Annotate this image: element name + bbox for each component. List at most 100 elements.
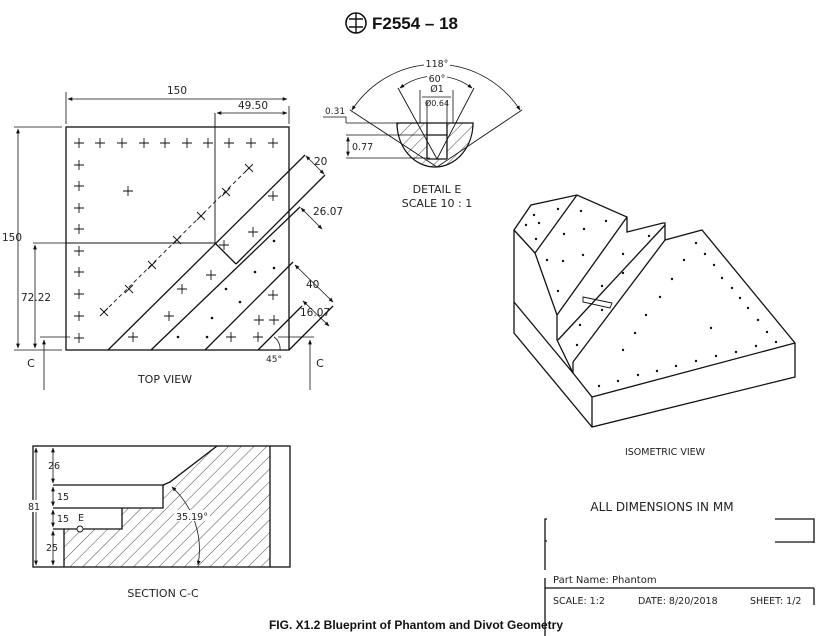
- marker-dot: [210, 316, 214, 320]
- dim-angle-118: 118°: [426, 59, 449, 70]
- top-view-outline: [65, 126, 290, 351]
- astm-logo: [345, 12, 367, 34]
- marker-cross: [254, 315, 264, 325]
- marker-dot: [205, 335, 209, 339]
- divot-centerline: [103, 167, 250, 313]
- divot-x-marker: [196, 211, 206, 221]
- marker-dot: [714, 354, 718, 358]
- marker-dot: [746, 306, 750, 310]
- marker-dot: [756, 318, 760, 322]
- marker-cross: [177, 284, 187, 294]
- dim-angle-60: 60°: [429, 74, 446, 85]
- marker-dot: [561, 259, 565, 263]
- title-block: ALL DIMENSIONS IN MM Part Name: Phantom …: [544, 500, 815, 636]
- isometric-view-title: ISOMETRIC VIEW: [625, 447, 706, 458]
- marker-dot: [709, 326, 713, 330]
- sheet-field: SHEET: 1/2: [750, 596, 801, 607]
- detail-e: 118° 60° Ø1 Ø0.64 0.31 0.77 DETAIL E SCA…: [323, 57, 523, 210]
- dim-15-upper: 15: [57, 492, 69, 503]
- marker-cross: [224, 138, 234, 148]
- divot-x-marker: [172, 235, 182, 245]
- marker-cross: [74, 181, 84, 191]
- marker-dot: [636, 373, 640, 377]
- dim-dia-1: Ø1: [430, 84, 444, 95]
- dim-25: 25: [46, 543, 58, 554]
- marker-dot: [720, 276, 724, 280]
- marker-cross: [74, 333, 84, 343]
- marker-dot: [600, 284, 604, 288]
- marker-dot: [621, 348, 625, 352]
- marker-dot: [694, 359, 698, 363]
- marker-cross: [248, 227, 258, 237]
- dim-15-lower: 15: [57, 514, 69, 525]
- part-name: Part Name: Phantom: [553, 575, 657, 586]
- marker-cross: [74, 267, 84, 277]
- dim-height: 150: [2, 232, 22, 244]
- marker-cross: [246, 138, 256, 148]
- isometric-view: ISOMETRIC VIEW: [513, 194, 796, 458]
- dim-26: 26: [48, 461, 60, 472]
- dim-20: 20: [314, 156, 327, 168]
- marker-dot: [575, 343, 579, 347]
- marker-dot: [524, 223, 528, 227]
- marker-dot: [545, 258, 549, 262]
- marker-cross: [74, 203, 84, 213]
- marker-dot: [765, 330, 769, 334]
- marker-cross: [74, 224, 84, 234]
- marker-dot: [621, 252, 625, 256]
- marker-dot: [597, 384, 601, 388]
- marker-dot: [556, 289, 560, 293]
- marker-dot: [734, 350, 738, 354]
- dim-angle-35-19: 35.19°: [176, 512, 208, 523]
- marker-dot: [644, 313, 648, 317]
- marker-dot: [674, 364, 678, 368]
- figure-caption: FIG. X1.2 Blueprint of Phantom and Divot…: [269, 618, 563, 632]
- marker-cross: [219, 240, 229, 250]
- date-field: DATE: 8/20/2018: [638, 596, 718, 607]
- marker-cross: [74, 246, 84, 256]
- divot-x-marker: [99, 307, 109, 317]
- section-hatching: [64, 446, 270, 567]
- divot-x-marker: [124, 284, 134, 294]
- marker-dot: [655, 369, 659, 373]
- marker-dot: [670, 277, 674, 281]
- marker-dot: [581, 253, 585, 257]
- marker-cross: [128, 332, 138, 342]
- top-view-title: TOP VIEW: [137, 373, 192, 386]
- marker-dot: [582, 227, 586, 231]
- marker-dot: [774, 340, 778, 344]
- marker-cross: [253, 332, 263, 342]
- marker-dot: [600, 308, 604, 312]
- marker-cross: [74, 289, 84, 299]
- marker-dot: [578, 323, 582, 327]
- divot-marker: [76, 525, 84, 533]
- marker-cross: [203, 138, 213, 148]
- top-view: 150 49.50 150 72.22 20 26.07 40 16.07 45…: [2, 85, 343, 390]
- marker-dot: [562, 232, 566, 236]
- marker-cross: [95, 138, 105, 148]
- divot-x-marker: [147, 260, 157, 270]
- marker-dot: [658, 295, 662, 299]
- divot-x-marker: [244, 163, 254, 173]
- detail-e-title: DETAIL E: [413, 183, 462, 196]
- dim-dia-0-64: Ø0.64: [425, 98, 449, 108]
- marker-dot: [633, 331, 637, 335]
- marker-cross: [268, 290, 278, 300]
- diagonal-step-lines: [107, 154, 334, 351]
- dim-81: 81: [28, 502, 40, 513]
- marker-dot: [579, 209, 583, 213]
- section-mark-right: C: [316, 357, 324, 370]
- units-note: ALL DIMENSIONS IN MM: [590, 500, 733, 514]
- detail-e-scale: SCALE 10 : 1: [402, 197, 472, 210]
- marker-cross: [268, 191, 278, 201]
- marker-cross: [74, 138, 84, 148]
- marker-cross: [74, 311, 84, 321]
- marker-dot: [703, 252, 707, 256]
- marker-dot: [621, 271, 625, 275]
- marker-dot: [537, 221, 541, 225]
- marker-dot: [272, 239, 276, 243]
- marker-dot: [730, 286, 734, 290]
- divot-x-marker: [221, 187, 231, 197]
- marker-dot: [556, 207, 560, 211]
